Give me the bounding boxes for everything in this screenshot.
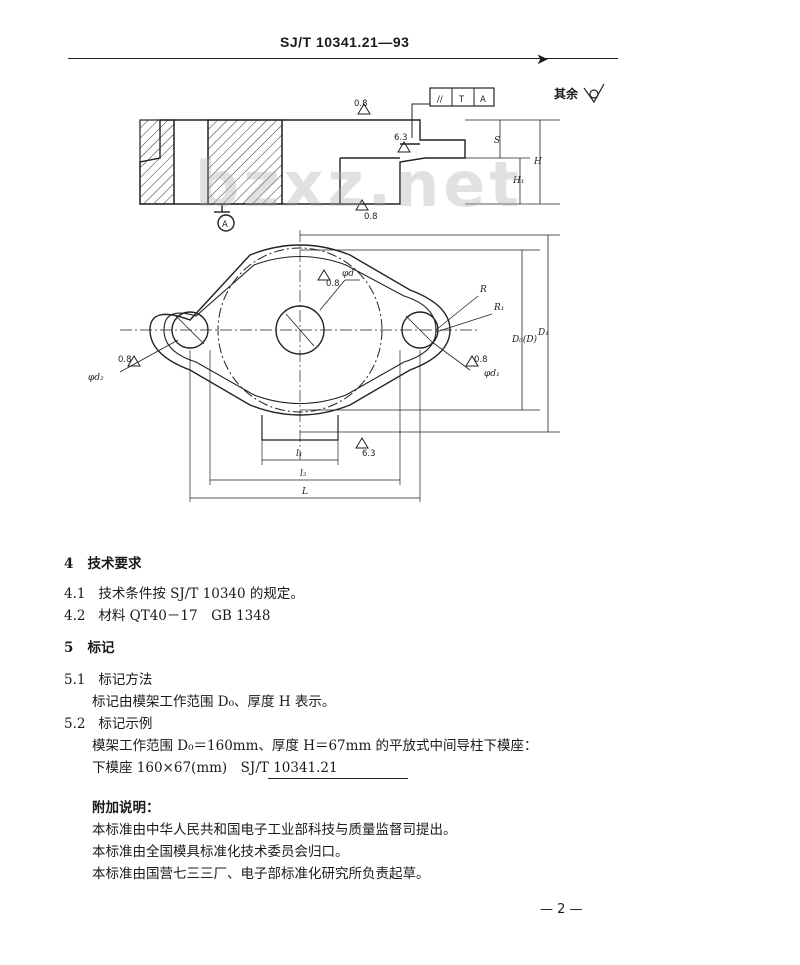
datum-label: A [222, 220, 228, 230]
tolerance-tolerance: T [458, 95, 465, 105]
section-5-heading: 5 标记 [64, 636, 115, 656]
clause-number: 5.2 [64, 716, 86, 732]
clause-4-2: 4.2 材料 QT40－17 GB 1348 [64, 604, 270, 624]
clause-number: 4.2 [64, 608, 86, 624]
roughness-label: 0.8 [474, 355, 488, 365]
clause-number: 4.1 [64, 586, 86, 602]
dim-r-label: R [479, 285, 487, 295]
roughness-label: 0.8 [118, 355, 132, 365]
notes-line: 本标准由国营七三三厂、电子部标准化研究所负责起草。 [92, 866, 430, 882]
dim-phi-d-label: φd [342, 269, 354, 279]
notes-title: 附加说明： [92, 800, 160, 816]
dim-d1-label: D₁ [537, 328, 549, 338]
clause-5-2: 5.2 标记示例 [64, 712, 152, 732]
dim-s-label: S [494, 136, 500, 146]
page-header: SJ/T 10341.21—93 ➤ [0, 0, 800, 70]
section-title: 标记 [87, 640, 115, 656]
dim-r1-label: R₁ [493, 303, 504, 313]
dim-phi-d2-label: φd₂ [88, 373, 104, 383]
clause-text: 标记方法 [98, 672, 153, 688]
roughness-label: 0.8 [354, 99, 368, 109]
roughness-label: 6.3 [362, 449, 376, 459]
marking-example: 下模座 160×67(mm) SJ/T 10341.21 [92, 760, 338, 776]
dim-l1-label: l₁ [296, 449, 303, 459]
section-title: 技术要求 [87, 556, 142, 572]
section-number: 5 [64, 640, 74, 656]
clause-5-1: 5.1 标记方法 [64, 668, 152, 688]
standard-code: SJ/T 10341.21—93 [280, 34, 410, 50]
clause-number: 5.1 [64, 672, 86, 688]
tolerance-symbol: // [437, 95, 443, 105]
clause-text: 标记示例 [98, 716, 153, 732]
page-number: — 2 — [540, 902, 583, 917]
roughness-label: 0.8 [364, 212, 378, 222]
clause-text: 技术条件按 SJ/T 10340 的规定。 [98, 586, 304, 602]
dim-h-label: H [533, 157, 542, 167]
tolerance-datum: A [480, 95, 486, 105]
roughness-label: 0.8 [326, 279, 340, 289]
notes-line: 本标准由中华人民共和国电子工业部科技与质量监督司提出。 [92, 822, 457, 838]
clause-5-1-body: 标记由模架工作范围 D₀、厚度 H 表示。 [92, 694, 336, 710]
technical-drawing: 0.8 6.3 0.8 // T A A S H H₁ 0.8 φd R R₁ … [88, 83, 605, 502]
roughness-label: 6.3 [394, 133, 408, 143]
clause-5-2-body: 模架工作范围 D₀＝160mm、厚度 H＝67mm 的平放式中间导柱下模座： [92, 738, 538, 754]
section-number: 4 [64, 556, 74, 572]
dim-phi-d1-label: φd₁ [484, 369, 500, 379]
datum-circle [217, 214, 235, 232]
dim-d0-label: D₀(D) [511, 334, 538, 345]
notes-line: 本标准由全国模具标准化技术委员会归口。 [92, 844, 349, 860]
dim-l2-label: l₂ [300, 469, 307, 479]
clause-4-1: 4.1 技术条件按 SJ/T 10340 的规定。 [64, 582, 304, 602]
notes-divider [268, 778, 408, 779]
dim-l-label: L [301, 487, 308, 497]
dim-h1-label: H₁ [512, 176, 524, 186]
section-4-heading: 4 技术要求 [64, 552, 142, 572]
section-view [139, 87, 560, 232]
clause-text: 材料 QT40－17 GB 1348 [98, 608, 271, 624]
watermark: bzxz.net [195, 148, 523, 221]
header-arrow-icon: ➤ [536, 50, 549, 68]
roughness-rest-label: 其余 [554, 87, 579, 101]
tolerance-frame [429, 87, 495, 107]
roughness-rest-symbol [583, 83, 605, 104]
header-rule [68, 58, 618, 59]
plan-view [119, 230, 560, 502]
